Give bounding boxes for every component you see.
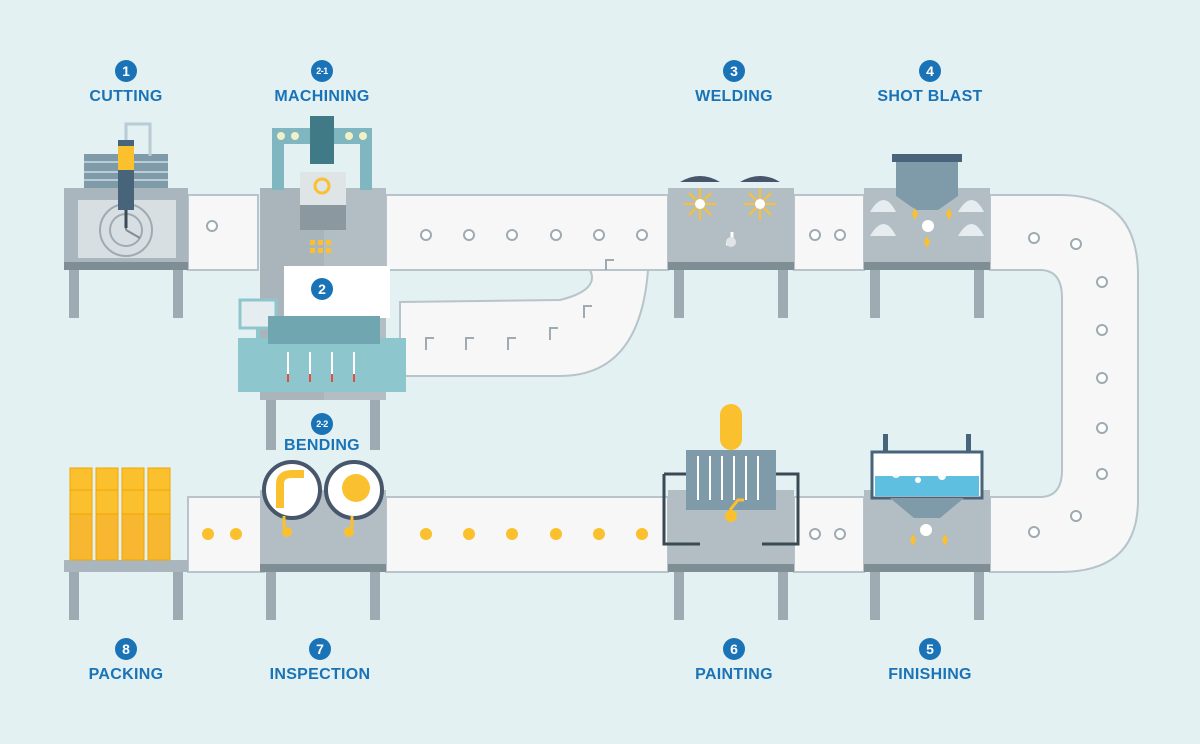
step-number-badge: 3 [723, 60, 745, 82]
step-cutting: 1 CUTTING [26, 60, 226, 106]
step-number-badge: 2-1 [311, 60, 333, 82]
step-finishing: 5 FINISHING [830, 638, 1030, 684]
step-machining: 2-1 MACHINING [222, 60, 422, 106]
step-label: PAINTING [695, 666, 773, 683]
step-welding: 3 WELDING [634, 60, 834, 106]
step-inspection: 7 INSPECTION [220, 638, 420, 684]
step-label: FINISHING [888, 666, 972, 683]
shot-blast-machine [864, 154, 990, 318]
packing-machine [64, 467, 188, 620]
parts-curve [425, 259, 614, 350]
inspection-machine [260, 460, 386, 620]
packed-boxes [69, 467, 171, 561]
cutting-machine [64, 122, 188, 318]
painting-machine [662, 404, 800, 620]
step-bending: 2-2 BENDING [222, 413, 422, 455]
finishing-machine [864, 434, 990, 620]
step-number-badge: 8 [115, 638, 137, 660]
parts-right [809, 232, 1108, 540]
step-number-badge: 6 [723, 638, 745, 660]
step-painting: 6 PAINTING [634, 638, 834, 684]
step-number-badge: 2 [311, 278, 333, 300]
step-label: INSPECTION [269, 666, 371, 683]
step-number-badge: 2-2 [311, 413, 333, 435]
step-label: WELDING [695, 88, 773, 105]
step-shot-blast: 4 SHOT BLAST [830, 60, 1030, 106]
step-number-badge: 7 [309, 638, 331, 660]
step-number-badge: 5 [919, 638, 941, 660]
step-label: CUTTING [89, 88, 163, 105]
step-label: BENDING [284, 437, 360, 454]
step-label: PACKING [88, 666, 164, 683]
parts-bottom-yellow [202, 528, 648, 540]
step-number-badge: 1 [115, 60, 137, 82]
step-number-badge: 4 [919, 60, 941, 82]
parts-top [206, 220, 846, 241]
step-label: SHOT BLAST [877, 88, 983, 105]
step-2: 2 [222, 278, 422, 300]
step-label: MACHINING [274, 88, 370, 105]
welding-machine [668, 176, 794, 318]
step-packing: 8 PACKING [26, 638, 226, 684]
